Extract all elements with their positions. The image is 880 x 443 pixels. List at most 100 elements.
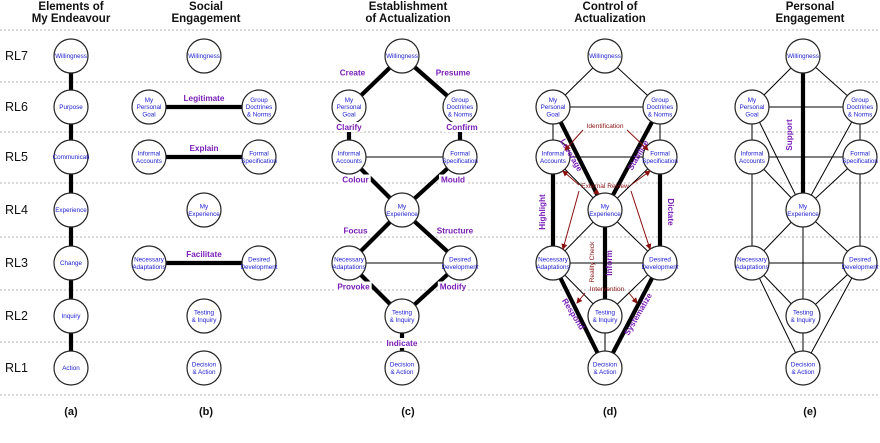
panel-title: Social [189, 1, 223, 13]
node-label: Goal [142, 111, 155, 118]
review-label-reality-check: Reality Check [589, 241, 596, 282]
panel-title: Engagement [171, 13, 240, 25]
row-label: RL4 [5, 203, 28, 217]
node-label: Willingness [386, 53, 418, 60]
review-arrow-ul [562, 170, 580, 186]
edge-label-bg [437, 281, 469, 292]
panel-title: Establishment [369, 1, 448, 13]
edge-na-da [550, 260, 608, 371]
node-label: My [398, 204, 407, 211]
review-label-external: External Review [581, 183, 629, 190]
node-label: Testing [392, 310, 412, 317]
node-label: My [748, 97, 757, 104]
edge-label-bg [384, 338, 420, 348]
node-label: Necessary [134, 257, 165, 264]
node-label: & Action [192, 369, 216, 376]
node-label: My [200, 204, 209, 211]
node-label: Personal [541, 104, 566, 111]
node-label: Communicati [53, 154, 90, 161]
node-na [535, 245, 571, 281]
node-ti [785, 298, 821, 334]
edge-label: Facilitate [186, 250, 222, 259]
node-label: My [549, 97, 558, 104]
edge-label: Provoke [337, 283, 370, 292]
edge-label: Legitimate [184, 94, 225, 103]
node-da [384, 350, 420, 386]
node-label: & Norms [448, 111, 473, 118]
node-label: Formal [650, 151, 670, 158]
node-label: Development [240, 264, 277, 271]
node-dd [842, 245, 878, 281]
edge-label: Presume [436, 69, 471, 78]
node-da [785, 350, 821, 386]
node-label: Formal [850, 151, 870, 158]
node-label: Informal [338, 151, 361, 158]
node-label: Inquiry [62, 313, 82, 320]
node-label: Adaptations [332, 264, 365, 271]
node-will [587, 38, 623, 74]
edge-label: Inform [605, 250, 614, 275]
node-label: & Inquiry [791, 317, 817, 324]
node-ia [331, 139, 367, 175]
edge-label: Structure [437, 227, 474, 236]
node-label: Testing [793, 310, 813, 317]
review-arrow-ll [561, 190, 580, 250]
edge-label-bg [335, 281, 372, 292]
edge-label-bg [184, 249, 224, 259]
row-label: RL1 [5, 361, 28, 375]
node-mpg [734, 89, 770, 125]
node-na [734, 245, 770, 281]
review-arrow-down [593, 188, 600, 195]
node-label: Personal [740, 104, 765, 111]
review-label-intervention: Intervention [590, 286, 625, 293]
node-label: Action [62, 365, 80, 372]
node-label: & Inquiry [192, 317, 218, 324]
node-mpg [131, 89, 167, 125]
node-label: & Norms [247, 111, 272, 118]
node-label: & Inquiry [593, 317, 619, 324]
node-exp [53, 192, 89, 228]
node-label: Willingness [787, 53, 819, 60]
edge-label-bg [187, 143, 221, 153]
node-ti [186, 298, 222, 334]
panel-title: of Actualization [365, 13, 450, 25]
edge-na-da [751, 262, 804, 369]
node-label: Experience [589, 211, 621, 218]
edge-dd-da [602, 260, 663, 371]
node-ti [384, 298, 420, 334]
edge-label-bg [433, 67, 473, 78]
node-ia [131, 139, 167, 175]
node-change [53, 245, 89, 281]
node-purpose [53, 89, 89, 125]
identification-arrow-right [626, 129, 649, 151]
edge-label: Colour [342, 176, 369, 185]
node-label: Willingness [188, 53, 220, 60]
panel-title: Personal [786, 1, 835, 13]
panel-sublabel: (b) [199, 406, 213, 418]
edge-label: Focus [343, 227, 368, 236]
node-label: & Action [791, 369, 815, 376]
edge-label: Clarify [336, 123, 362, 132]
node-label: Informal [138, 151, 161, 158]
row-label: RL6 [5, 100, 28, 114]
edge-label-bg [438, 174, 468, 185]
identification-arrow-left [564, 129, 584, 151]
node-label: Group [250, 97, 268, 104]
node-label: Informal [542, 151, 565, 158]
edge-label: Highlight [538, 194, 547, 230]
node-label: Decision [593, 362, 618, 369]
node-label: Specification [241, 158, 277, 165]
panel-sublabel: (a) [64, 406, 78, 418]
node-label: Desired [849, 257, 871, 264]
node-label: Willingness [589, 53, 621, 60]
panel-title: Control of [583, 1, 638, 13]
node-label: Group [651, 97, 669, 104]
edge-label-bg [444, 122, 480, 132]
node-label: My [145, 97, 154, 104]
node-label: Testing [194, 310, 214, 317]
panel-sublabel: (d) [603, 406, 617, 418]
panel-title: Actualization [574, 13, 646, 25]
node-label: Goal [342, 111, 355, 118]
